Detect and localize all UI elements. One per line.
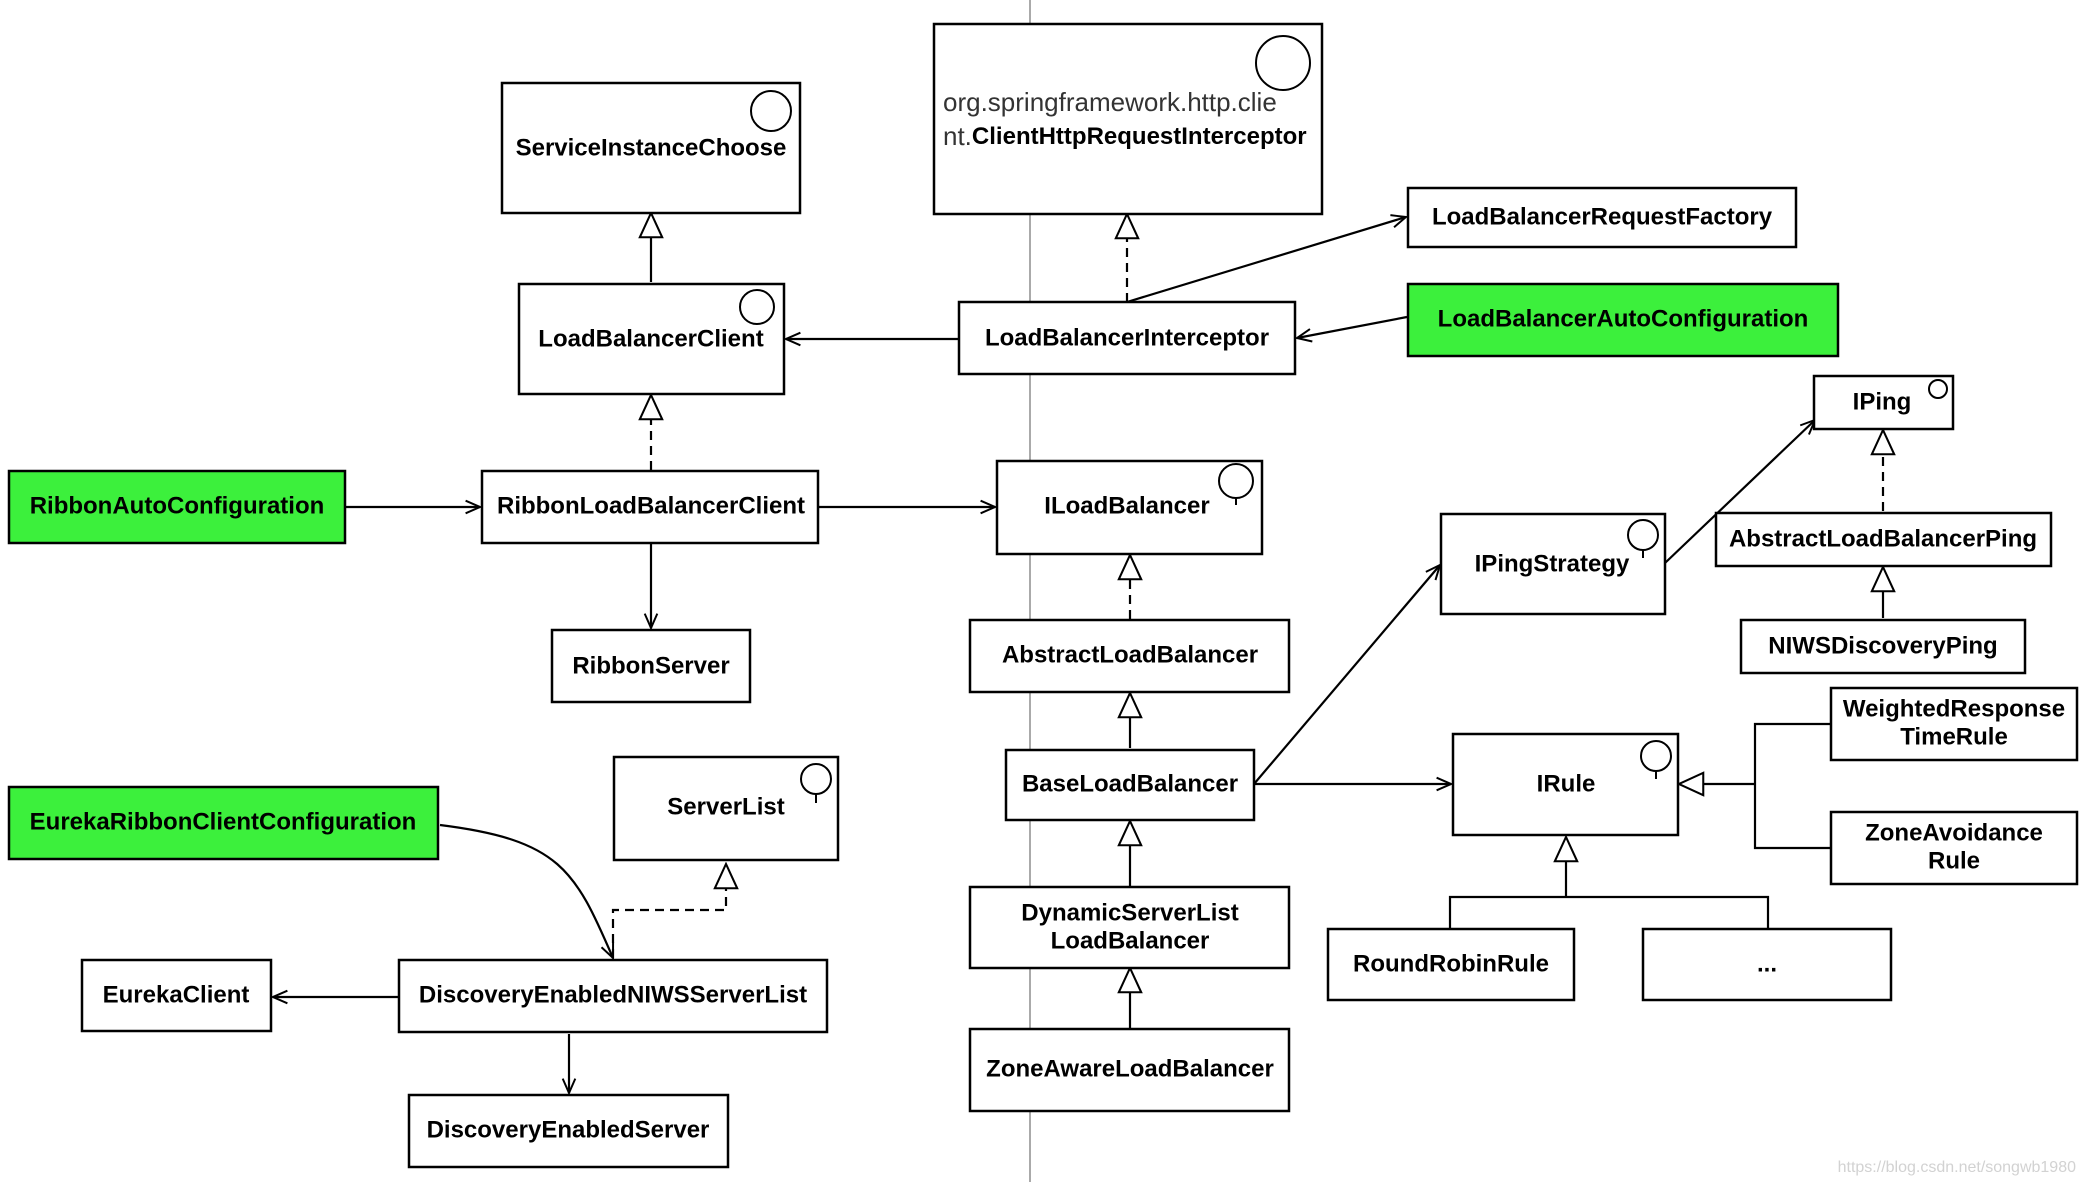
node-load-balancer-request-factory: LoadBalancerRequestFactory (1406, 186, 1798, 249)
node-iload-balancer: ILoadBalancer (995, 459, 1264, 556)
label-line-1: ZoneAvoidance (1865, 819, 2043, 846)
edges (273, 213, 1883, 1093)
edge-rr-bracket (1448, 895, 1770, 928)
node-zone-aware-load-balancer: ZoneAwareLoadBalancer (968, 1027, 1291, 1113)
label: RibbonAutoConfiguration (30, 492, 325, 519)
node-ribbon-load-balancer-client: RibbonLoadBalancerClient (480, 469, 820, 545)
label: ZoneAwareLoadBalancer (986, 1055, 1274, 1082)
edge-baselb-uses-pingstrategy (1253, 565, 1440, 785)
interface-icon (739, 289, 775, 325)
label: ILoadBalancer (1044, 492, 1209, 519)
label-line-2: LoadBalancer (1051, 927, 1210, 954)
interface-icon (1255, 35, 1311, 91)
node-client-http-request-interceptor: org.springframework.http.clie nt.ClientH… (932, 22, 1324, 216)
label: LoadBalancerInterceptor (985, 324, 1269, 351)
label: RibbonLoadBalancerClient (497, 492, 805, 519)
edge-discoverylist-implements-serverlist (611, 864, 726, 958)
label: RibbonServer (572, 652, 729, 679)
label-line-2: Rule (1928, 847, 1980, 874)
node-dynamic-server-list-load-balancer: DynamicServerList LoadBalancer (968, 885, 1291, 970)
label: IPingStrategy (1475, 550, 1630, 577)
edge-interceptor-uses-factory (1126, 217, 1406, 304)
label: IRule (1537, 770, 1596, 797)
label: ServerList (667, 793, 784, 820)
edge-autoconfig-creates-interceptor (1297, 315, 1408, 338)
label: NIWSDiscoveryPing (1768, 632, 1997, 659)
interface-icon (1640, 740, 1672, 772)
label-line-1: org.springframework.http.clie (943, 87, 1277, 117)
label-line-2: TimeRule (1900, 723, 2008, 750)
node-load-balancer-client: LoadBalancerClient (517, 282, 786, 396)
interface-icon (750, 90, 792, 132)
label: RoundRobinRule (1353, 950, 1549, 977)
edge-pingstrategy-uses-iping (1664, 420, 1815, 564)
label-line-1: WeightedResponse (1843, 695, 2065, 722)
node-weighted-response-time-rule: WeightedResponse TimeRule (1829, 686, 2079, 762)
label: DiscoveryEnabledNIWSServerList (419, 981, 807, 1008)
edge-eurekaconfig-creates-serverlist (439, 823, 613, 958)
node-base-load-balancer: BaseLoadBalancer (1004, 748, 1256, 822)
node-iping-strategy: IPingStrategy (1439, 512, 1667, 616)
label-line-2: nt.ClientHttpRequestInterceptor (943, 121, 1307, 151)
label: LoadBalancerClient (538, 325, 763, 352)
label: EurekaClient (103, 981, 250, 1008)
node-abstract-load-balancer-ping: AbstractLoadBalancerPing (1714, 511, 2053, 568)
node-service-instance-chooser: ServiceInstanceChoose (500, 81, 802, 215)
edge-rules-bracket (1753, 722, 1830, 850)
label: LoadBalancerRequestFactory (1432, 203, 1773, 230)
label: IPing (1853, 388, 1912, 415)
node-ribbon-server: RibbonServer (550, 628, 752, 704)
node-discovery-enabled-niws-server-list: DiscoveryEnabledNIWSServerList (397, 958, 829, 1034)
label: BaseLoadBalancer (1022, 770, 1238, 797)
label: EurekaRibbonClientConfiguration (30, 808, 417, 835)
interface-icon (1218, 463, 1254, 499)
label: ServiceInstanceChoose (516, 134, 787, 161)
label: LoadBalancerAutoConfiguration (1438, 305, 1809, 332)
node-abstract-load-balancer: AbstractLoadBalancer (968, 618, 1291, 694)
node-zone-avoidance-rule: ZoneAvoidance Rule (1829, 810, 2079, 886)
node-load-balancer-interceptor: LoadBalancerInterceptor (957, 300, 1297, 376)
label: ... (1757, 950, 1777, 977)
node-irule: IRule (1451, 732, 1680, 837)
label: DiscoveryEnabledServer (427, 1116, 710, 1143)
node-discovery-enabled-server: DiscoveryEnabledServer (407, 1093, 730, 1169)
node-ellipsis-rule: ... (1641, 927, 1893, 1002)
interface-icon (800, 763, 832, 795)
watermark: https://blog.csdn.net/songwb1980 (1838, 1159, 2076, 1176)
node-eureka-ribbon-client-configuration: EurekaRibbonClientConfiguration (7, 785, 440, 861)
label-line-1: DynamicServerList (1021, 899, 1238, 926)
label: AbstractLoadBalancerPing (1729, 525, 2037, 552)
interface-icon (1627, 519, 1659, 551)
node-ribbon-auto-configuration: RibbonAutoConfiguration (7, 469, 347, 545)
node-round-robin-rule: RoundRobinRule (1326, 927, 1576, 1002)
node-load-balancer-auto-configuration: LoadBalancerAutoConfiguration (1406, 282, 1840, 358)
node-niws-discovery-ping: NIWSDiscoveryPing (1739, 618, 2027, 675)
label: AbstractLoadBalancer (1002, 641, 1258, 668)
interface-icon (1928, 379, 1948, 399)
node-server-list: ServerList (612, 755, 840, 862)
node-eureka-client: EurekaClient (80, 958, 273, 1033)
node-iping: IPing (1812, 374, 1955, 431)
